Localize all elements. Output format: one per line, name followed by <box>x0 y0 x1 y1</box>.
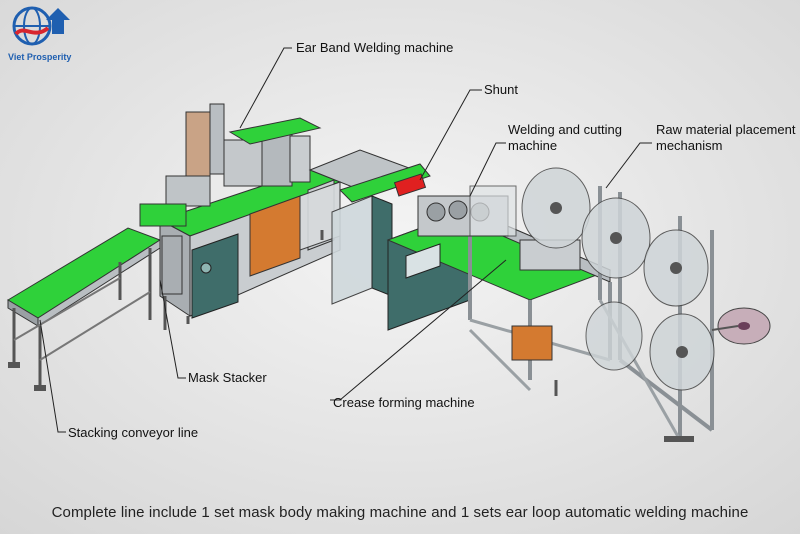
shunt <box>299 149 431 251</box>
label-shunt: Shunt <box>484 82 518 97</box>
viet-prosperity-logo <box>12 6 70 46</box>
label-welding-cutting-line1: Welding and cutting <box>508 122 622 137</box>
label-crease-forming-machine: Crease forming machine <box>333 395 475 410</box>
label-ear-band-welding-machine: Ear Band Welding machine <box>296 40 454 55</box>
caption: Complete line include 1 set mask body ma… <box>51 504 749 521</box>
label-raw-material-line2: mechanism <box>656 138 723 153</box>
stacking-conveyor-line <box>7 227 162 391</box>
raw-material-placement-mechanism <box>521 167 771 442</box>
label-raw-material-line1: Raw material placement <box>656 122 796 137</box>
label-welding-cutting-line2: machine <box>508 138 558 153</box>
brand-name: Viet Prosperity <box>8 52 72 62</box>
label-stacking-conveyor-line: Stacking conveyor line <box>68 425 199 440</box>
leader-lines <box>39 47 652 433</box>
label-mask-stacker: Mask Stacker <box>188 370 267 385</box>
crease-forming-machine <box>331 185 612 396</box>
